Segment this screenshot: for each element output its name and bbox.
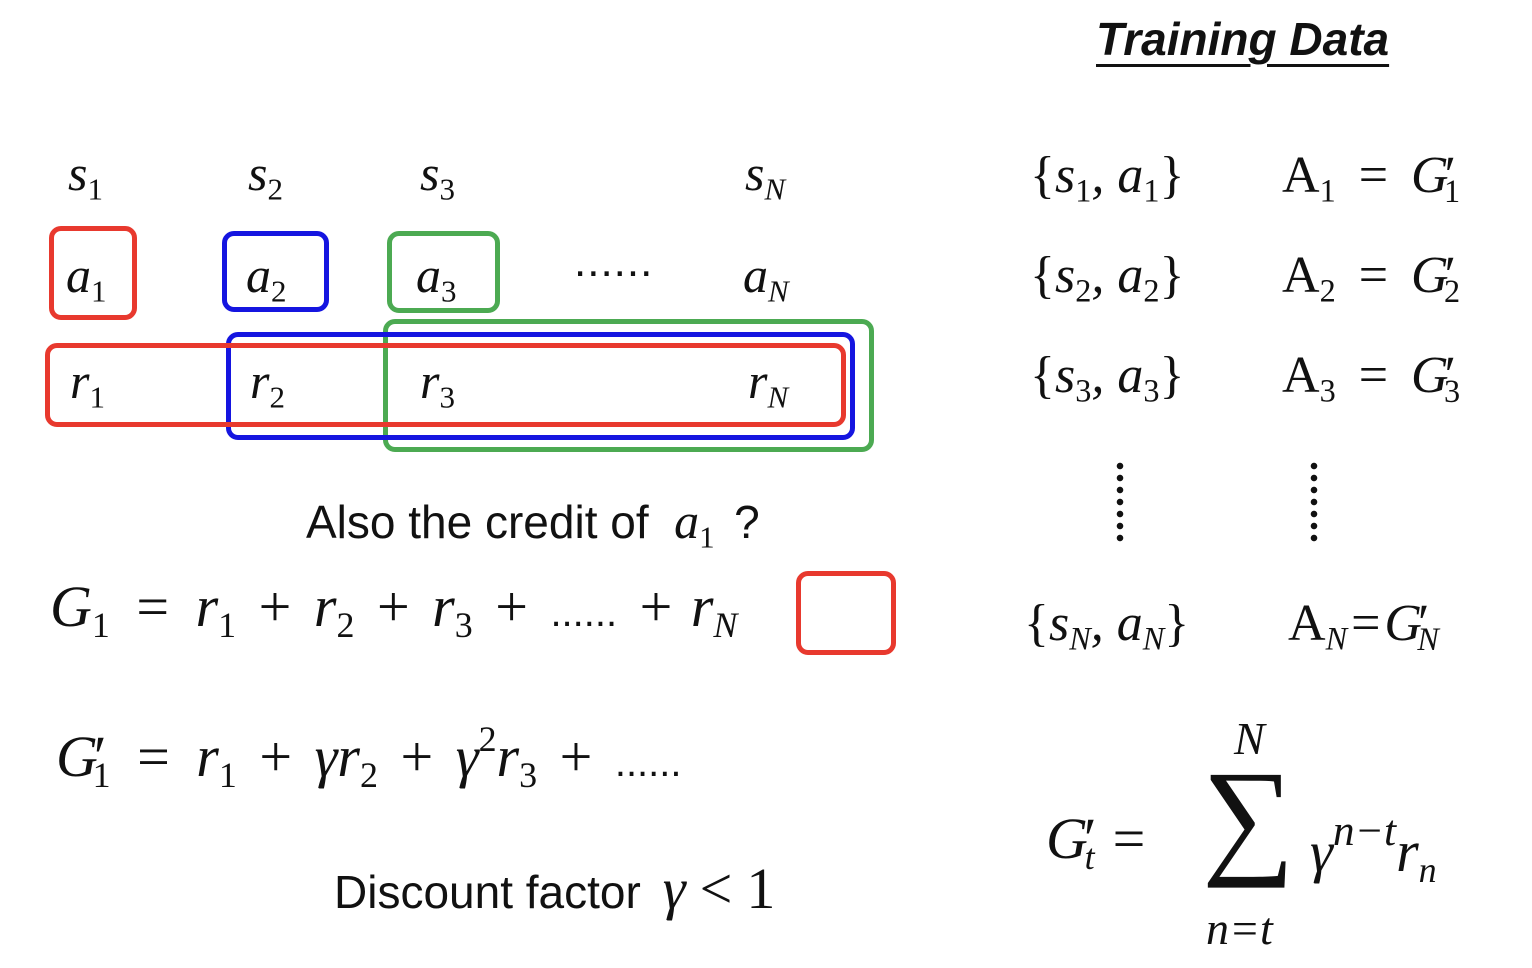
reward-r1: r1 xyxy=(70,353,105,415)
action-ellipsis: ...... xyxy=(574,237,654,286)
state-s3: s3 xyxy=(420,145,455,207)
state-s2: s2 xyxy=(248,145,283,207)
reward-rN-box xyxy=(796,571,896,655)
sum-formula-rhs: γn−trn xyxy=(1310,807,1437,890)
sum-sigma-icon: ∑ xyxy=(1202,745,1295,889)
state-sN: sN xyxy=(745,145,786,207)
reward-r3: r3 xyxy=(420,353,455,415)
rewards-green-box xyxy=(383,319,874,452)
credit-question: Also the credit of a1 ? xyxy=(306,493,760,555)
action-a1-box xyxy=(49,226,137,320)
training-data-title: Training Data xyxy=(1096,13,1390,65)
reward-r2: r2 xyxy=(250,353,285,415)
sum-upper-limit: N xyxy=(1234,713,1265,764)
action-aN: aN xyxy=(743,247,789,309)
training-advantage-1: A1 = G′1 xyxy=(1282,147,1461,209)
training-pair-3: {s3, a3} xyxy=(1030,347,1185,409)
rewards-red-box xyxy=(45,343,846,427)
rewards-blue-box xyxy=(226,332,855,440)
training-pair-2: {s2, a2} xyxy=(1030,247,1185,309)
equation-g1: G1 = r1 + r2 + r3 + ...... + rN xyxy=(50,574,738,645)
action-a3-box xyxy=(387,231,500,313)
state-s1: s1 xyxy=(68,145,103,207)
equation-g1-prime: G′1 = r1 + γr2 + γ2r3 + ...... xyxy=(56,719,682,795)
training-advantage-3: A3 = G′3 xyxy=(1282,347,1461,409)
action-a1: a1 xyxy=(66,247,107,309)
training-pairs-vdots xyxy=(1116,460,1124,546)
sum-formula-lhs: G′t= xyxy=(1046,806,1146,877)
training-pair-1: {s1, a1} xyxy=(1030,147,1185,209)
training-advantages-vdots xyxy=(1310,460,1318,546)
sum-lower-limit: n=t xyxy=(1206,903,1273,954)
action-a3: a3 xyxy=(416,247,457,309)
training-pair-N: {sN, aN} xyxy=(1024,595,1190,657)
action-a2-box xyxy=(222,231,329,312)
reward-rN: rN xyxy=(748,353,789,415)
training-advantage-N: AN=G′N xyxy=(1288,595,1439,657)
discount-factor: Discount factor γ < 1 xyxy=(334,856,776,921)
action-a2: a2 xyxy=(246,247,287,309)
training-advantage-2: A2 = G′2 xyxy=(1282,247,1461,309)
